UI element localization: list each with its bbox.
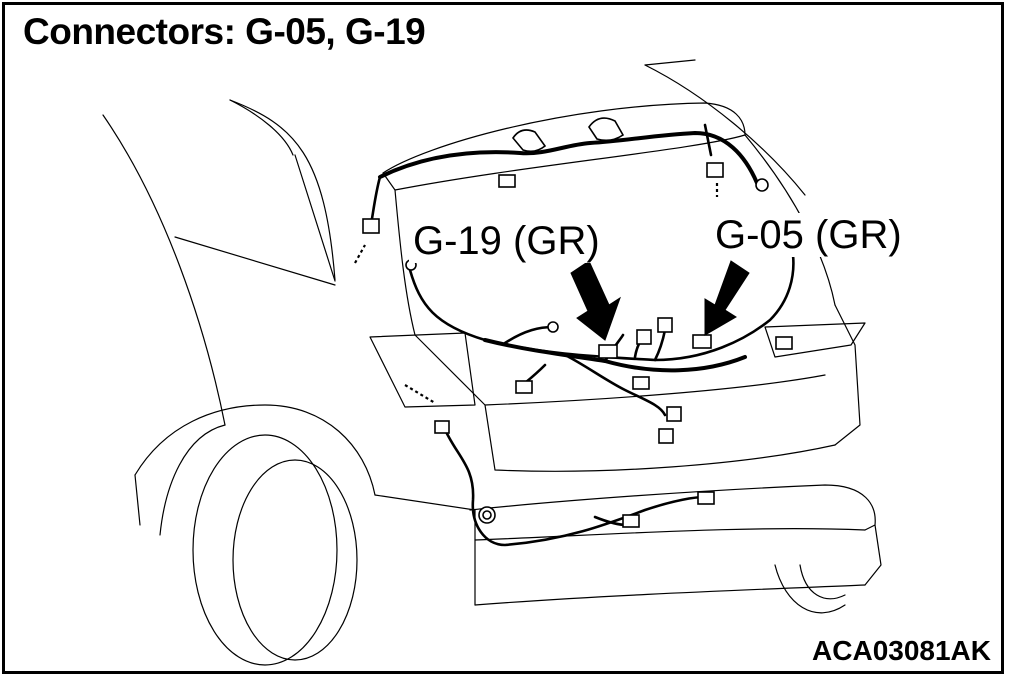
callout-g19-label: G-19 (GR) bbox=[409, 219, 604, 263]
connector-blocks bbox=[362, 162, 793, 528]
callout-g05-label: G-05 (GR) bbox=[711, 213, 906, 257]
arrow-g05 bbox=[704, 260, 750, 336]
arrow-g19 bbox=[570, 260, 621, 341]
vehicle-rear-drawing bbox=[102, 59, 882, 666]
callout-arrows bbox=[570, 260, 750, 341]
wiring-harness bbox=[354, 117, 795, 547]
vehicle-body-outline bbox=[102, 59, 882, 666]
page-title: Connectors: G-05, G-19 bbox=[23, 11, 426, 52]
figure-code: ACA03081AK bbox=[812, 635, 991, 666]
